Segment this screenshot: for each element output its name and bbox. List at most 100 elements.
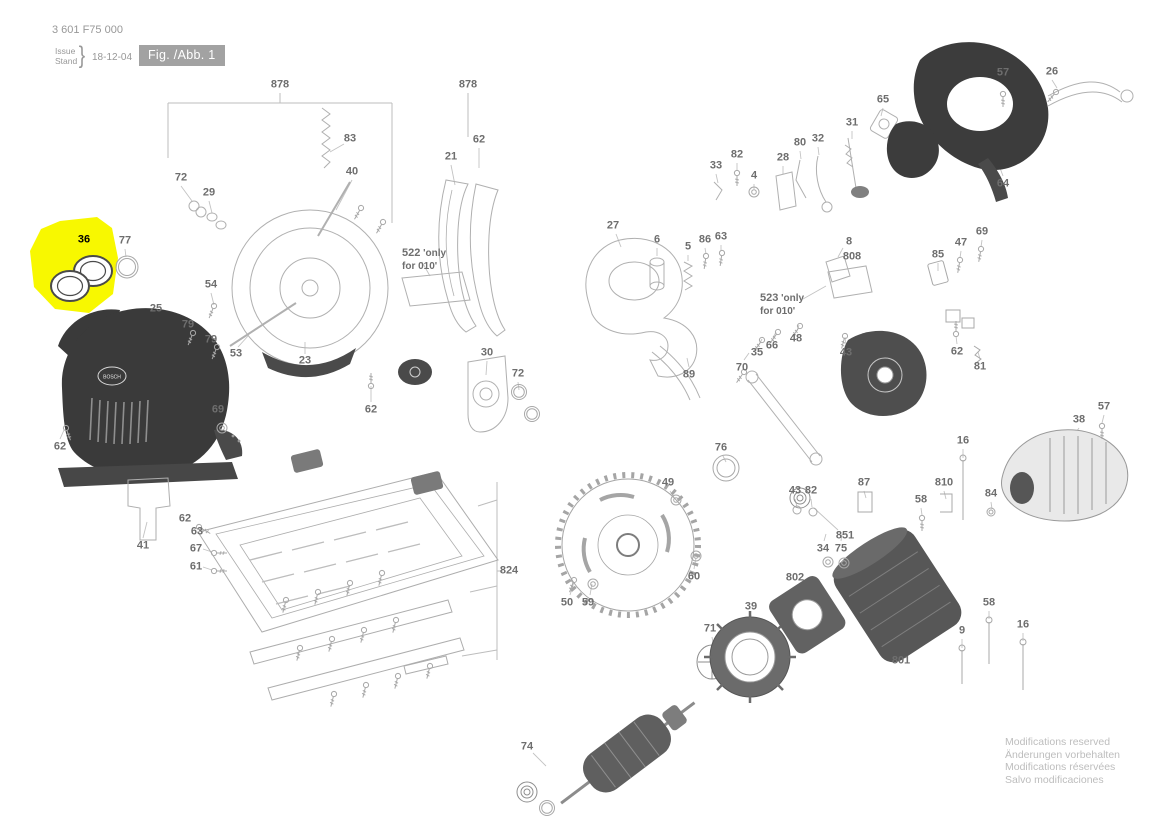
part-label-53[interactable]: 53 bbox=[229, 347, 243, 360]
part-label-810[interactable]: 810 bbox=[934, 476, 954, 489]
notice-line-en: Modifications reserved bbox=[1005, 736, 1111, 748]
part-label-69[interactable]: 69 bbox=[211, 403, 225, 416]
part-label-25[interactable]: 25 bbox=[149, 302, 163, 315]
part-label-29[interactable]: 29 bbox=[202, 186, 216, 199]
part-label-57[interactable]: 57 bbox=[996, 66, 1010, 79]
part-label-50[interactable]: 50 bbox=[560, 596, 574, 609]
part-label-63[interactable]: 63 bbox=[190, 525, 204, 538]
part-label-27[interactable]: 27 bbox=[606, 219, 620, 232]
part-label-58[interactable]: 58 bbox=[982, 596, 996, 609]
modifications-notice: Modifications reserved Änderungen vorbeh… bbox=[1005, 736, 1120, 786]
part-label-65[interactable]: 65 bbox=[876, 93, 890, 106]
part-label-32[interactable]: 32 bbox=[811, 132, 825, 145]
figure-label-badge: Fig. /Abb. 1 bbox=[139, 45, 225, 66]
part-label-33[interactable]: 33 bbox=[709, 159, 723, 172]
part-label-79[interactable]: 79 bbox=[181, 318, 195, 331]
part-label-31[interactable]: 31 bbox=[845, 116, 859, 129]
gearbox-drawing bbox=[840, 330, 1129, 522]
part-label-79[interactable]: 79 bbox=[204, 333, 218, 346]
part-label-83[interactable]: 83 bbox=[343, 132, 357, 145]
part-label-34[interactable]: 34 bbox=[816, 542, 830, 555]
part-label-47[interactable]: 47 bbox=[954, 236, 968, 249]
part-label-72[interactable]: 72 bbox=[174, 171, 188, 184]
part-label-48[interactable]: 48 bbox=[789, 332, 803, 345]
part-label-85[interactable]: 85 bbox=[931, 248, 945, 261]
part-label-851[interactable]: 851 bbox=[835, 529, 855, 542]
part-label-36[interactable]: 36 bbox=[77, 233, 91, 246]
part-label-77[interactable]: 77 bbox=[118, 234, 132, 247]
part-label-23[interactable]: 23 bbox=[298, 354, 312, 367]
part-label-808[interactable]: 808 bbox=[842, 250, 862, 263]
part-label-82[interactable]: 82 bbox=[804, 484, 818, 497]
part-label-72[interactable]: 72 bbox=[511, 367, 525, 380]
part-label-49[interactable]: 49 bbox=[661, 476, 675, 489]
part-label-21[interactable]: 21 bbox=[444, 150, 458, 163]
part-label-41[interactable]: 41 bbox=[136, 539, 150, 552]
issue-stand-label: Issue Stand bbox=[55, 46, 77, 66]
part-label-523[interactable]: 523 'only for 010' bbox=[760, 292, 805, 317]
part-label-80[interactable]: 80 bbox=[793, 136, 807, 149]
part-label-62[interactable]: 62 bbox=[472, 133, 486, 146]
part-label-89[interactable]: 89 bbox=[682, 368, 696, 381]
motor-drawing bbox=[516, 527, 962, 816]
part-label-81[interactable]: 81 bbox=[973, 360, 987, 373]
part-label-59[interactable]: 59 bbox=[581, 596, 595, 609]
part-label-8[interactable]: 8 bbox=[845, 235, 853, 248]
part-label-76[interactable]: 76 bbox=[714, 441, 728, 454]
highlighted-part-drawing bbox=[50, 255, 113, 302]
part-label-43[interactable]: 43 bbox=[839, 346, 853, 359]
part-label-63[interactable]: 63 bbox=[714, 230, 728, 243]
part-label-67[interactable]: 67 bbox=[189, 542, 203, 555]
part-label-74[interactable]: 74 bbox=[520, 740, 534, 753]
part-label-28[interactable]: 28 bbox=[776, 151, 790, 164]
part-label-6[interactable]: 6 bbox=[653, 233, 661, 246]
part-label-60[interactable]: 60 bbox=[687, 570, 701, 583]
part-label-824[interactable]: 824 bbox=[499, 564, 519, 577]
part-label-38[interactable]: 38 bbox=[1072, 413, 1086, 426]
part-label-71[interactable]: 71 bbox=[703, 622, 717, 635]
notice-line-fr: Modifications réservées bbox=[1005, 761, 1116, 773]
part-label-5[interactable]: 5 bbox=[684, 240, 692, 253]
part-label-16[interactable]: 16 bbox=[956, 434, 970, 447]
part-label-62[interactable]: 62 bbox=[178, 512, 192, 525]
part-label-801[interactable]: 801 bbox=[891, 654, 911, 667]
part-label-86[interactable]: 86 bbox=[698, 233, 712, 246]
part-label-878[interactable]: 878 bbox=[270, 78, 290, 91]
part-label-39[interactable]: 39 bbox=[744, 600, 758, 613]
issue-date: 18-12-04 bbox=[92, 52, 133, 63]
part-label-9[interactable]: 9 bbox=[958, 624, 966, 637]
part-label-43[interactable]: 43 bbox=[788, 484, 802, 497]
part-label-30[interactable]: 30 bbox=[480, 346, 494, 359]
part-label-16[interactable]: 16 bbox=[1016, 618, 1030, 631]
part-label-87[interactable]: 87 bbox=[857, 476, 871, 489]
part-label-57[interactable]: 57 bbox=[1097, 400, 1111, 413]
part-label-35[interactable]: 35 bbox=[750, 346, 764, 359]
part-label-84[interactable]: 84 bbox=[984, 487, 998, 500]
part-label-54[interactable]: 54 bbox=[204, 278, 218, 291]
part-label-62[interactable]: 62 bbox=[364, 403, 378, 416]
part-label-70[interactable]: 70 bbox=[735, 361, 749, 374]
part-label-26[interactable]: 26 bbox=[1045, 65, 1059, 78]
brand-logo: BOSCH bbox=[103, 375, 121, 381]
part-label-62[interactable]: 62 bbox=[950, 345, 964, 358]
part-label-878[interactable]: 878 bbox=[458, 78, 478, 91]
rear-handle-drawing bbox=[585, 109, 899, 466]
part-label-82[interactable]: 82 bbox=[730, 148, 744, 161]
notice-line-de: Änderungen vorbehalten bbox=[1005, 748, 1121, 761]
part-label-40[interactable]: 40 bbox=[345, 165, 359, 178]
brace-glyph: } bbox=[78, 42, 86, 69]
stand-label: Stand bbox=[55, 56, 78, 66]
part-label-75[interactable]: 75 bbox=[834, 542, 848, 555]
part-label-66[interactable]: 66 bbox=[765, 339, 779, 352]
part-label-69[interactable]: 69 bbox=[975, 225, 989, 238]
part-label-62[interactable]: 62 bbox=[53, 440, 67, 453]
part-label-64[interactable]: 64 bbox=[996, 177, 1010, 190]
part-label-4[interactable]: 4 bbox=[750, 169, 758, 182]
part-label-522[interactable]: 522 'only for 010' bbox=[402, 247, 447, 272]
part-label-802[interactable]: 802 bbox=[785, 571, 805, 584]
blade-guard-drawing bbox=[188, 107, 509, 433]
part-label-61[interactable]: 61 bbox=[189, 560, 203, 573]
part-label-58[interactable]: 58 bbox=[914, 493, 928, 506]
